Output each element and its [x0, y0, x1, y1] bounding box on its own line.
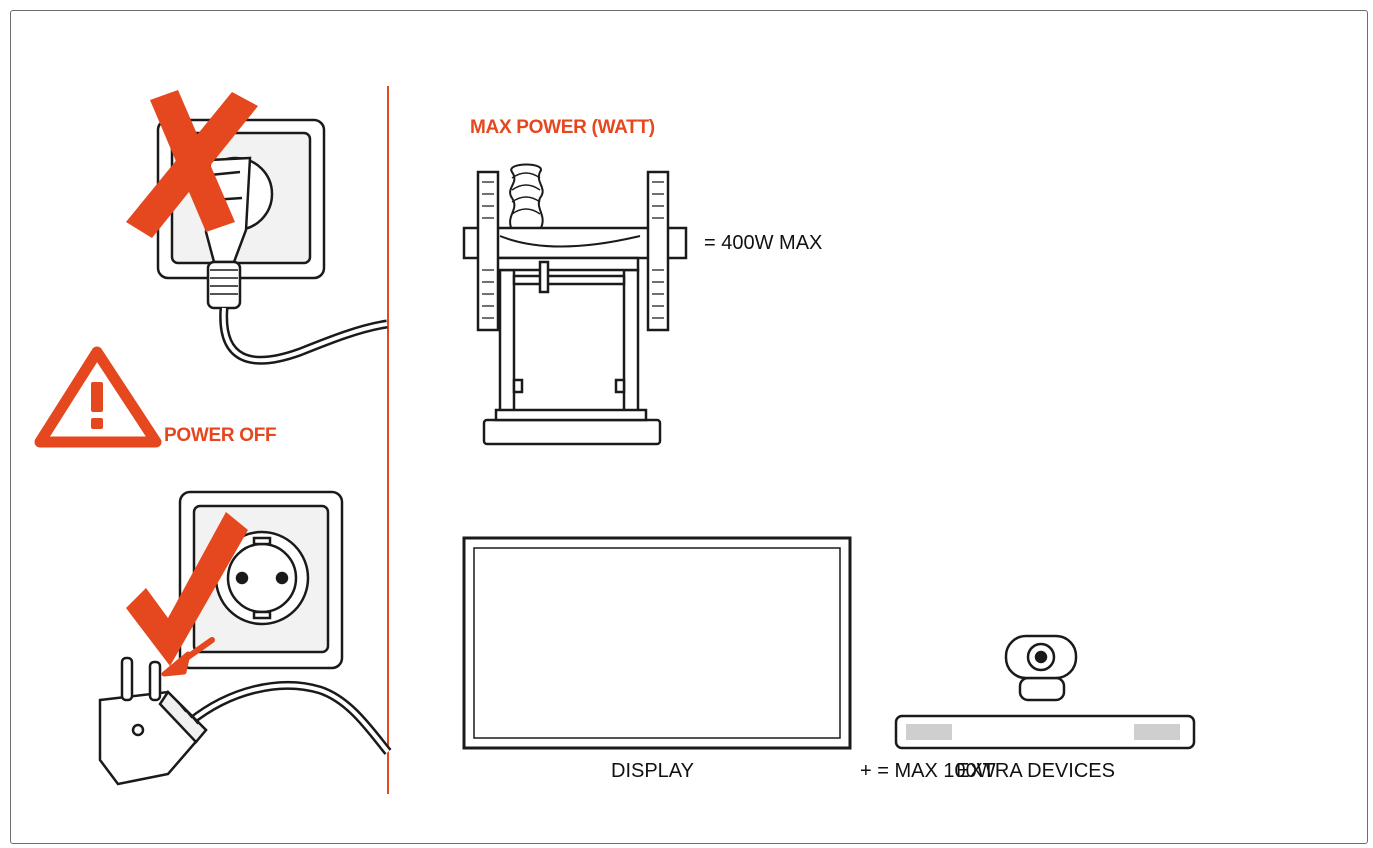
section-divider: [387, 86, 389, 794]
checkmark-icon: [126, 512, 248, 666]
max-400w-label: = 400W MAX: [704, 232, 823, 254]
diagram-frame: [10, 10, 1368, 844]
display-icon: [462, 536, 852, 750]
max-power-heading: MAX POWER (WATT): [470, 117, 655, 138]
display-label: DISPLAY: [611, 760, 694, 782]
display-stand-illustration: [462, 163, 688, 446]
webcam-icon: [1004, 634, 1078, 702]
cross-icon: [126, 90, 258, 238]
extra-devices-label: EXTRA DEVICES: [956, 760, 1115, 782]
plug-icon: [98, 656, 392, 786]
max-100w-label: + = MAX 100W: [860, 760, 996, 782]
arrow-icon: [161, 637, 215, 677]
soundbar-icon: [894, 714, 1196, 750]
warning-icon: [34, 346, 162, 448]
power-off-label: POWER OFF: [164, 425, 277, 446]
